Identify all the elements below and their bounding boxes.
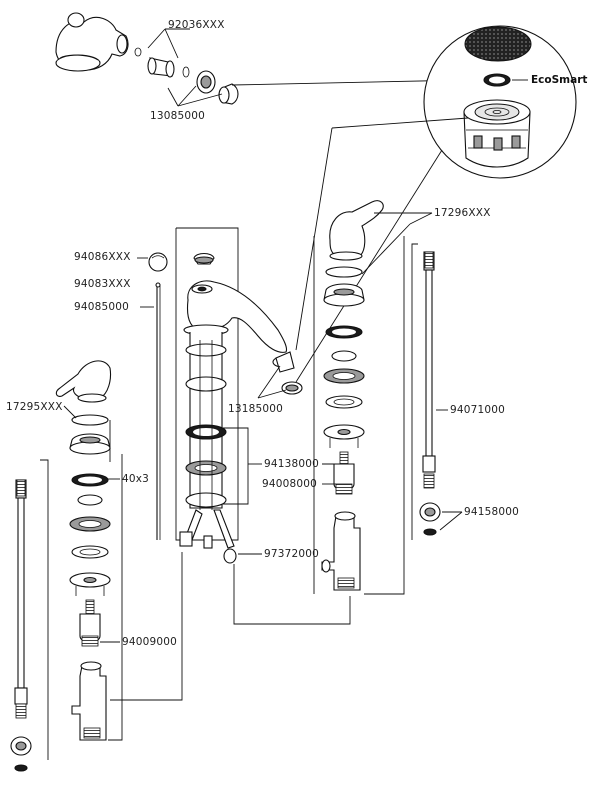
aerator-pieces [272,351,303,395]
label-spout-end: 92036XXX [168,19,225,31]
label-aerator-set: 13085000 [150,110,205,122]
label-nut-set: 94158000 [464,506,519,518]
center-spout-assembly [175,227,288,564]
label-handle-left: 17295XXX [6,401,63,413]
right-handle-assembly [321,200,384,591]
label-ecosmart: EcoSmart [531,74,587,86]
detail-link-line [331,117,469,129]
label-knob: 94086XXX [74,251,131,263]
label-hose-right: 94071000 [450,404,505,416]
ecosmart-detail [423,25,577,179]
left-handle-assembly [55,360,112,741]
label-cartridge-right: 94008000 [262,478,317,490]
lift-rod-knob [148,252,168,540]
label-knob-alt: 94083XXX [74,278,131,290]
spout-end-leaders [147,28,469,107]
spout-end-assembly [55,12,239,105]
label-hoses: 97372000 [264,548,319,560]
label-mount-set: 94138000 [264,458,319,470]
label-aerator-body: 13185000 [228,403,283,415]
left-hose [10,459,49,772]
label-oring: 40x3 [122,473,149,485]
label-handle-right: 17296XXX [434,207,491,219]
right-hose [419,251,441,536]
label-lift-rod: 94085000 [74,301,129,313]
label-cartridge-left: 94009000 [122,636,177,648]
